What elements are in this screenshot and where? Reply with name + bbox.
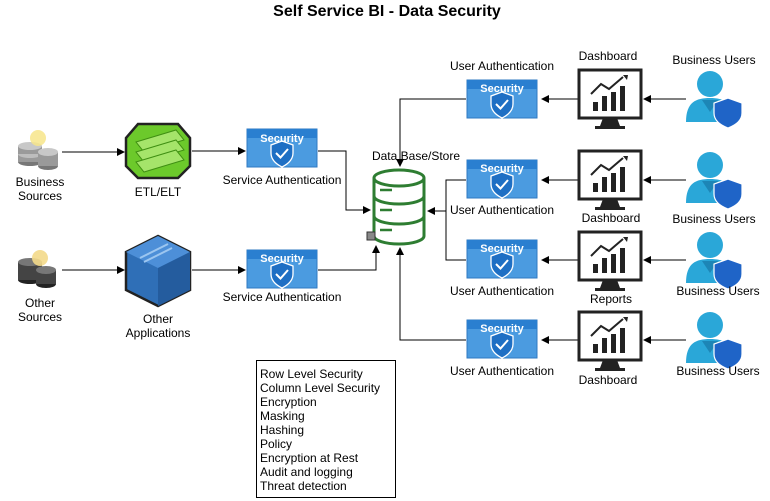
- service-security-badge-top-label: Security: [260, 133, 304, 145]
- user-security-badge-2: Security: [466, 159, 538, 199]
- other-sources-icon: [18, 250, 56, 288]
- service-authentication-label-top: Service Authentication: [223, 173, 342, 187]
- business-users-label-1: Business Users: [672, 53, 755, 67]
- business-users-label-4: Business Users: [676, 364, 759, 378]
- database-label: Data Base/Store: [372, 149, 460, 163]
- other-sources-label-line2: Sources: [18, 310, 62, 324]
- reports-monitor-icon: [577, 230, 643, 293]
- other-applications-label-line1: Other: [143, 312, 173, 326]
- business-sources-label-line2: Sources: [18, 189, 62, 203]
- security-feature-item: Hashing: [260, 423, 305, 437]
- other-applications-label-line2: Applications: [126, 326, 191, 340]
- business-users-label-2: Business Users: [672, 212, 755, 226]
- dashboard-label-top: Dashboard: [579, 49, 638, 63]
- diagram-title: Self Service BI - Data Security: [273, 3, 501, 20]
- dashboard-label-bottom: Dashboard: [579, 373, 638, 387]
- user-authentication-label-1: User Authentication: [450, 59, 554, 73]
- other-applications-icon: [124, 234, 192, 308]
- service-authentication-label-bottom: Service Authentication: [223, 290, 342, 304]
- security-feature-item: Encryption: [260, 395, 317, 409]
- security-feature-item: Column Level Security: [260, 381, 381, 395]
- user-security-badge-1: Security: [466, 79, 538, 119]
- business-user-icon-2: [685, 151, 743, 210]
- service-security-badge-bottom-label: Security: [260, 253, 304, 265]
- dashboard-monitor-icon-1: [577, 68, 643, 131]
- user-security-badge-4-label: Security: [480, 323, 524, 335]
- user-security-badge-3: Security: [466, 239, 538, 279]
- other-sources-label-line1: Other: [25, 296, 55, 310]
- etl-elt-icon: [124, 122, 192, 180]
- security-feature-item: Encryption at Rest: [260, 451, 359, 465]
- user-security-badge-1-label: Security: [480, 83, 524, 95]
- service-security-badge-top: Security: [246, 128, 318, 168]
- business-user-icon-4: [685, 311, 743, 370]
- user-security-badge-3-label: Security: [480, 243, 524, 255]
- security-feature-item: Threat detection: [260, 479, 347, 493]
- business-user-icon-1: [685, 70, 743, 129]
- user-authentication-label-2: User Authentication: [450, 203, 554, 217]
- database-icon: [366, 168, 426, 246]
- reports-label: Reports: [590, 292, 632, 306]
- dashboard-label-second: Dashboard: [582, 211, 641, 225]
- business-user-icon-3: [685, 231, 743, 290]
- user-authentication-label-3: User Authentication: [450, 284, 554, 298]
- dashboard-monitor-icon-2: [577, 149, 643, 212]
- business-sources-icon: [18, 130, 58, 170]
- etl-elt-label: ETL/ELT: [135, 185, 182, 199]
- user-authentication-label-4: User Authentication: [450, 364, 554, 378]
- security-feature-item: Masking: [260, 409, 305, 423]
- security-feature-item: Policy: [260, 437, 293, 451]
- business-users-label-3: Business Users: [676, 284, 759, 298]
- dashboard-monitor-icon-4: [577, 310, 643, 373]
- user-security-badge-2-label: Security: [480, 163, 524, 175]
- security-features-box: Row Level Security Column Level Security…: [256, 360, 396, 498]
- flow-connectors: [62, 95, 686, 344]
- service-security-badge-bottom: Security: [246, 249, 318, 289]
- user-security-badge-4: Security: [466, 319, 538, 359]
- security-feature-item: Audit and logging: [260, 465, 353, 479]
- security-feature-item: Row Level Security: [260, 367, 363, 381]
- business-sources-label-line1: Business: [16, 175, 65, 189]
